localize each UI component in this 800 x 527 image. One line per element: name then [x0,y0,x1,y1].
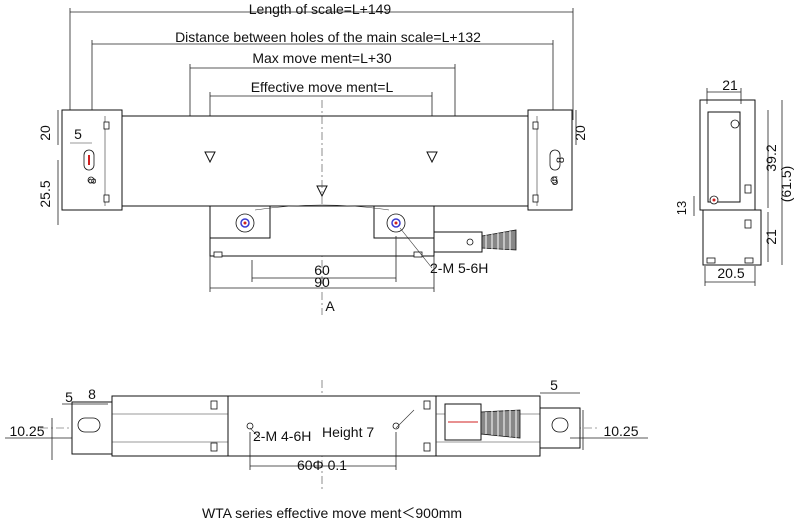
dim-5-left: 5 [74,126,82,142]
screw-square [744,184,752,194]
screw-square [103,121,110,130]
cable-ribs [485,410,517,438]
length-of-scale-label: Length of scale=L+149 [249,1,392,17]
dim-5-right: 5 [552,174,559,188]
red-marker [394,221,398,225]
effective-move-label: Effective move ment=L [251,79,394,95]
bot-height-label: Height 7 [322,424,374,440]
connector-dot [466,238,474,246]
screw-square [413,251,423,258]
blue-marker [240,218,250,228]
bottom-right-slot [551,417,569,433]
bottom-reading-head [227,395,437,457]
hole-distance-label: Distance between holes of the main scale… [175,29,481,45]
right-mount-slot [549,149,561,171]
dim-8-right: 8 [555,157,567,163]
dim-20-left: 20 [37,125,53,141]
leader-line [399,227,433,269]
bottom-hole-right [392,422,400,430]
screw-square [532,121,539,130]
dim-25-5: 25.5 [37,180,53,207]
thread-2m56-label: 2-M 5-6H [430,260,488,276]
screw-square [744,219,752,229]
left-small-hole [87,176,95,184]
side-hole-top [730,119,740,129]
bot-60phi-label: 60Φ 0.1 [297,457,347,473]
bottom-cable [480,409,521,439]
bot-dim-10-25-left: 10.25 [9,423,44,439]
side-dim-39-2: 39.2 [763,144,779,171]
cable [481,229,517,251]
max-move-label: Max move ment=L+30 [252,50,392,66]
bottom-hole-left [246,422,254,430]
bot-dim-5-right: 5 [550,377,558,393]
dim-60: 60 [314,262,330,278]
screw-square [744,257,754,264]
red-marker [243,221,247,225]
leader-line [249,427,261,439]
bot-thread-label: 2-M 4-6H [253,428,311,444]
screw-square [103,194,110,203]
leader-line [395,409,415,429]
head-arc [254,204,390,211]
limit-mark-left [204,151,216,164]
screw-square [423,442,431,452]
screw-square [213,251,223,258]
right-small-hole [550,176,558,184]
screw-square [706,257,716,264]
red-marker [712,198,716,202]
dim-20-right: 20 [572,125,588,141]
side-profile [707,111,741,203]
screw-square [532,194,539,203]
blue-marker [391,218,401,228]
dim-8-left: 8 [87,178,99,184]
side-reading-head [702,209,762,266]
side-dim-20-5: 20.5 [717,265,744,281]
screw-square [210,400,218,410]
limit-mark-right [426,151,438,164]
bot-dim-8-left: 8 [88,386,96,402]
screw-square [210,442,218,452]
section-a-label: A [325,298,335,314]
cable-ribs [485,231,511,250]
top-view: 5 8 10.25 2-M 4-6H Height 7 60Φ 0.1 5 10… [5,377,648,490]
caption: WTA series effective move ment＜900mm [202,505,462,521]
side-dim-21-top: 21 [722,77,738,93]
side-view: 21 39.2 (61.5) 13 21 20.5 [674,77,794,286]
bot-dim-5-left: 5 [65,389,73,405]
side-dim-13: 13 [674,201,689,215]
side-dim-21-mid: 21 [763,229,779,245]
side-dim-61-5: (61.5) [778,166,794,203]
front-view: Length of scale=L+149 Distance between h… [37,1,588,315]
bottom-left-slot [77,417,101,433]
cable-connector [433,231,483,253]
dim-90: 90 [314,274,330,290]
screw-square [423,400,431,410]
bot-dim-10-25-right: 10.25 [603,423,638,439]
